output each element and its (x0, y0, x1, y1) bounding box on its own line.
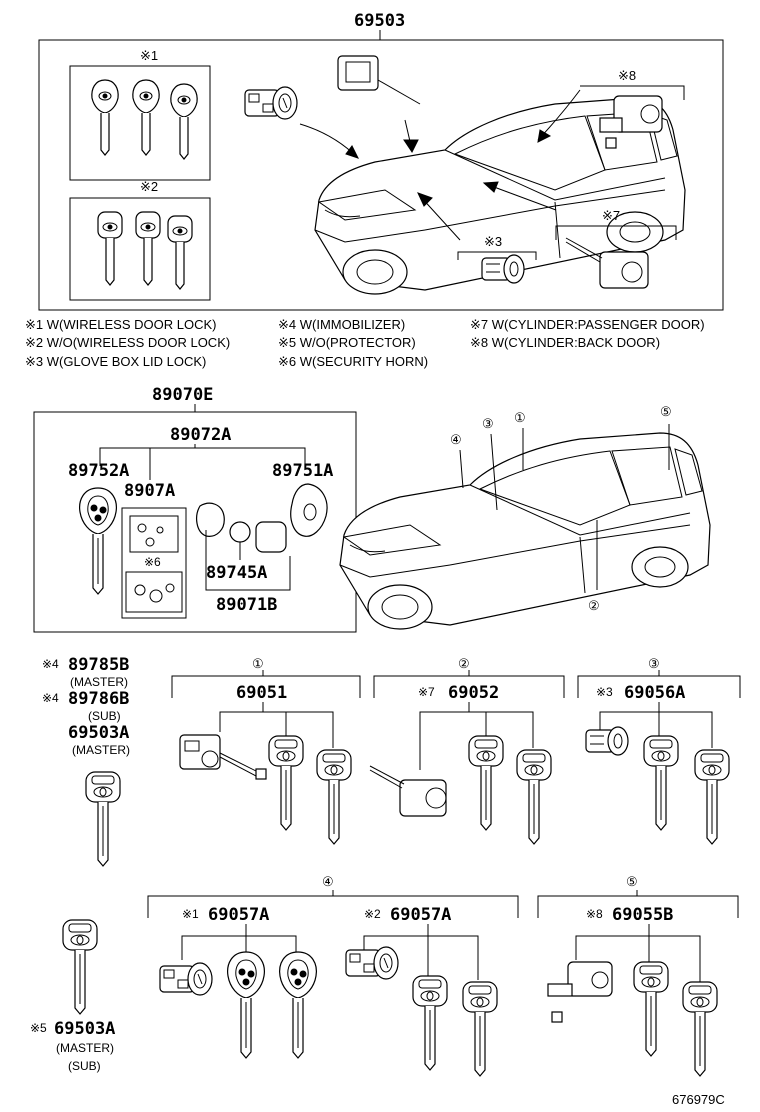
set4-num: ④ (322, 874, 334, 889)
wireless-key-1 (91, 79, 119, 156)
left-line2-mark: ※4 (42, 691, 59, 705)
left-line1-sub: (MASTER) (70, 675, 128, 689)
ignition-cylinder-illustration (337, 55, 379, 91)
vehicle-illustration-callouts (339, 432, 711, 630)
set2-key-2 (516, 749, 552, 845)
transmitter-assembly-part: 89070E (152, 385, 213, 405)
set3-key-1 (643, 735, 679, 831)
left-line1-part: 89785B (68, 655, 129, 675)
bottom-left-sub2: (SUB) (68, 1059, 101, 1073)
callout-3: ③ (482, 416, 494, 431)
transmitter-key-left (79, 487, 117, 595)
set4b-cylinder (345, 946, 399, 980)
cover-part: 89071B (216, 595, 277, 615)
left-line1-mark: ※4 (42, 657, 59, 671)
plain-key-1 (97, 211, 123, 286)
set5-cylinder (567, 961, 613, 997)
set4a-mark: ※1 (182, 907, 199, 921)
mark3-label: ※3 (484, 234, 502, 249)
plain-key-2 (135, 211, 161, 286)
bottom-left-mark: ※5 (30, 1021, 47, 1035)
middle-part: 8907A (124, 481, 175, 501)
set1-part: 69051 (236, 683, 287, 703)
mark8-label: ※8 (618, 68, 636, 83)
battery-part: 89745A (206, 563, 267, 583)
left-line3-part: 69503A (68, 723, 129, 743)
set3-part: 69056A (624, 683, 685, 703)
set5-key-1 (633, 961, 669, 1057)
legend-3: ※3 W(GLOVE BOX LID LOCK) (25, 354, 206, 369)
right-key-part: 89751A (272, 461, 333, 481)
wireless-key-box (69, 65, 211, 181)
passenger-door-cylinder-illustration (599, 251, 649, 289)
set5-num: ⑤ (626, 874, 638, 889)
set2-mark: ※7 (418, 685, 435, 699)
legend-7: ※7 W(CYLINDER:PASSENGER DOOR) (470, 317, 705, 332)
glove-box-cylinder-illustration (481, 254, 525, 284)
set3-cylinder (585, 726, 629, 756)
legend-1: ※1 W(WIRELESS DOOR LOCK) (25, 317, 216, 332)
set4a-key-2 (279, 951, 317, 1059)
set3-key-2 (694, 749, 730, 845)
set4b-key-1 (412, 975, 448, 1071)
wireless-key-2 (132, 79, 160, 156)
bottom-left-part: 69503A (54, 1019, 115, 1039)
set5-part: 69055B (612, 905, 673, 925)
transmitter-cover-illustration (255, 521, 287, 553)
set2-cylinder (399, 779, 447, 817)
set5-mark: ※8 (586, 907, 603, 921)
callout-4: ④ (450, 432, 462, 447)
left-key-part: 89752A (68, 461, 129, 481)
set2-num: ② (458, 656, 470, 671)
plain-key-box (69, 197, 211, 301)
set2-part: 69052 (448, 683, 499, 703)
set3-mark: ※3 (596, 685, 613, 699)
box2-mark: ※2 (140, 179, 158, 194)
transmitter-sub-part: 89072A (170, 425, 231, 445)
set3-num: ③ (648, 656, 660, 671)
box1-mark: ※1 (140, 48, 158, 63)
callout-5: ⑤ (660, 404, 672, 419)
set4b-part: 69057A (390, 905, 451, 925)
catalog-number: 676979C (672, 1092, 725, 1107)
set5-key-2 (682, 981, 718, 1077)
set4a-key-1 (227, 951, 265, 1059)
left-line2-sub: (SUB) (88, 709, 121, 723)
mark6-label: ※6 (144, 555, 161, 569)
set1-key-2 (316, 749, 352, 845)
callout-2: ② (588, 598, 600, 613)
transmitter-key-right (290, 483, 328, 537)
bottom-left-sub1: (MASTER) (56, 1041, 114, 1055)
master-key-bottom-left (62, 919, 98, 1015)
legend-8: ※8 W(CYLINDER:BACK DOOR) (470, 335, 660, 350)
transmitter-board-illustration (196, 502, 225, 537)
mark7-label: ※7 (602, 208, 620, 223)
wireless-key-3 (170, 83, 198, 160)
set1-key-1 (268, 735, 304, 831)
set4b-mark: ※2 (364, 907, 381, 921)
set1-num: ① (252, 656, 264, 671)
legend-6: ※6 W(SECURITY HORN) (278, 354, 428, 369)
legend-2: ※2 W/O(WIRELESS DOOR LOCK) (25, 335, 230, 350)
battery-illustration (229, 521, 251, 543)
set1-cylinder (179, 734, 267, 780)
master-key-left (85, 771, 121, 867)
main-part-number: 69503 (354, 11, 405, 31)
legend-4: ※4 W(IMMOBILIZER) (278, 317, 405, 332)
set4a-cylinder (159, 962, 213, 996)
left-line2-part: 89786B (68, 689, 129, 709)
transmitter-internals-box (121, 507, 187, 619)
legend-5: ※5 W/O(PROTECTOR) (278, 335, 416, 350)
main-assembly-frame (38, 39, 724, 311)
door-lock-cylinder-illustration (244, 86, 298, 120)
set2-key-1 (468, 735, 504, 831)
set4a-part: 69057A (208, 905, 269, 925)
set4b-key-2 (462, 981, 498, 1077)
plain-key-3 (167, 215, 193, 290)
callout-1: ① (514, 410, 526, 425)
left-line3-sub: (MASTER) (72, 743, 130, 757)
